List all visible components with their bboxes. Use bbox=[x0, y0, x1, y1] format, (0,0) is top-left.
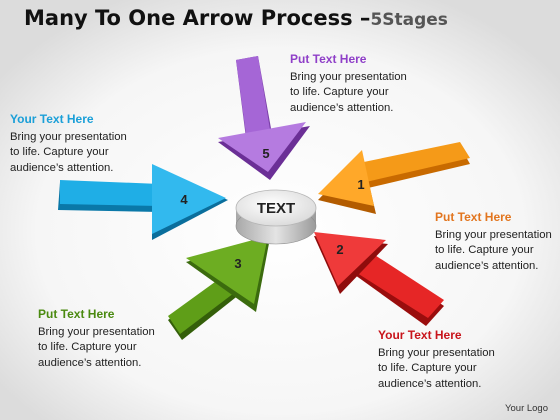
stage-5-body-line: to life. Capture your bbox=[290, 86, 389, 98]
stage-5-body-line: Bring your presentation bbox=[290, 70, 407, 83]
stage-4-body: Bring your presentation to life. Capture… bbox=[10, 130, 127, 177]
title-main: Many To One Arrow Process – bbox=[24, 6, 371, 30]
stage-2-body-line: Bring your presentation bbox=[378, 346, 495, 359]
stage-3-body-line: Bring your presentation bbox=[38, 325, 155, 338]
stage-3-body-line: audience’s attention. bbox=[38, 356, 142, 369]
stage-number-2: 2 bbox=[336, 242, 343, 257]
stage-3-body-line: to life. Capture your bbox=[38, 341, 137, 353]
stage-4-body-line: audience’s attention. bbox=[10, 161, 114, 174]
stage-4-heading: Your Text Here bbox=[10, 112, 94, 126]
stage-2-body: Bring your presentation to life. Capture… bbox=[378, 346, 495, 393]
stage-3-body: Bring your presentation to life. Capture… bbox=[38, 325, 155, 372]
stage-1-body-line: Bring your presentation bbox=[435, 228, 552, 241]
stage-number-4: 4 bbox=[180, 192, 188, 207]
stage-5-text-block: Put Text Here Bring your presentation to… bbox=[290, 52, 407, 116]
stage-1-heading: Put Text Here bbox=[435, 210, 512, 224]
arrow-1 bbox=[318, 142, 470, 214]
center-label: TEXT bbox=[257, 200, 295, 217]
stage-2-body-line: audience’s attention. bbox=[378, 377, 482, 390]
arrow-2 bbox=[314, 232, 444, 326]
stage-2-body-line: to life. Capture your bbox=[378, 362, 477, 374]
stage-4-text-block: Your Text Here Bring your presentation t… bbox=[10, 112, 127, 176]
stage-5-body-line: audience’s attention. bbox=[290, 101, 394, 114]
footer-logo-text: Your Logo bbox=[505, 403, 548, 414]
stage-number-1: 1 bbox=[357, 177, 364, 192]
stage-5-body: Bring your presentation to life. Capture… bbox=[290, 70, 407, 117]
stage-4-body-line: Bring your presentation bbox=[10, 130, 127, 143]
center-cylinder bbox=[235, 189, 317, 245]
slide-title: Many To One Arrow Process –5Stages bbox=[24, 6, 448, 30]
stage-1-body-line: to life. Capture your bbox=[435, 244, 534, 256]
stage-2-text-block: Your Text Here Bring your presentation t… bbox=[378, 328, 495, 392]
stage-number-3: 3 bbox=[234, 256, 241, 271]
stage-number-5: 5 bbox=[262, 146, 269, 161]
stage-5-heading: Put Text Here bbox=[290, 52, 367, 66]
arrow-4 bbox=[58, 164, 228, 240]
title-sub: 5Stages bbox=[370, 10, 448, 30]
stage-4-body-line: to life. Capture your bbox=[10, 146, 109, 158]
arrow-5 bbox=[218, 56, 310, 180]
stage-1-body: Bring your presentation to life. Capture… bbox=[435, 228, 552, 275]
stage-3-text-block: Put Text Here Bring your presentation to… bbox=[38, 307, 155, 371]
stage-2-heading: Your Text Here bbox=[378, 328, 462, 342]
stage-1-text-block: Put Text Here Bring your presentation to… bbox=[435, 210, 552, 274]
arrow-3 bbox=[168, 236, 270, 340]
stage-3-heading: Put Text Here bbox=[38, 307, 115, 321]
stage-1-body-line: audience’s attention. bbox=[435, 259, 539, 272]
